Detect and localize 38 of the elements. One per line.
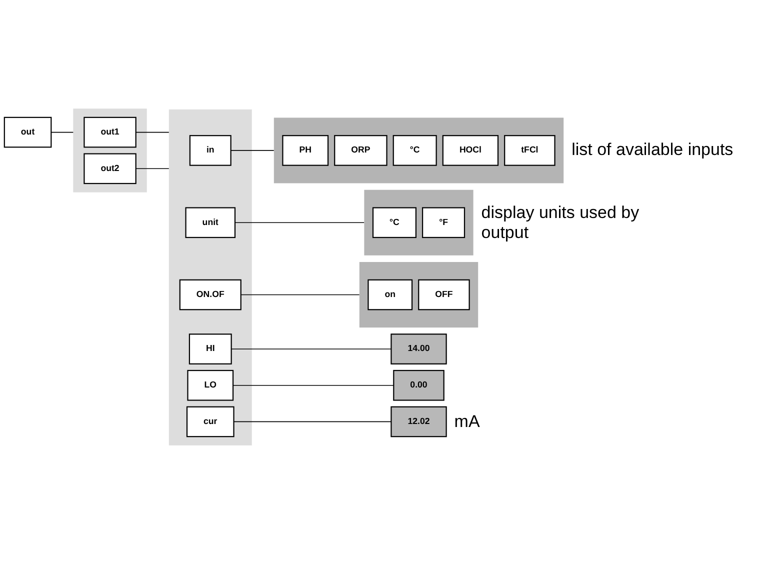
connector	[135, 168, 170, 170]
node-box: out	[4, 116, 52, 148]
cluster	[274, 118, 564, 184]
connector	[230, 348, 392, 350]
node-box: cur	[186, 406, 234, 438]
connector	[234, 222, 365, 224]
connector	[135, 132, 170, 133]
connector	[233, 421, 392, 422]
node-box: in	[189, 135, 232, 166]
node-box: °C	[392, 135, 437, 166]
connector	[232, 384, 394, 386]
node-box: HI	[188, 334, 232, 364]
node-box: 0.00	[393, 370, 444, 401]
node-box: PH	[282, 135, 329, 166]
cluster	[359, 262, 478, 328]
cluster	[73, 108, 147, 192]
node-box: 14.00	[390, 334, 447, 364]
connector	[230, 150, 274, 151]
node-box: on	[368, 279, 413, 310]
node-box: out2	[84, 153, 136, 184]
side-note: mA	[454, 412, 480, 432]
node-box: tFCl	[504, 135, 556, 166]
cluster	[168, 109, 252, 446]
connector	[240, 294, 360, 296]
node-box: LO	[187, 370, 234, 401]
node-box: 12.02	[390, 406, 447, 438]
cluster	[364, 190, 474, 256]
node-box: ORP	[334, 135, 388, 166]
node-box: °F	[422, 207, 466, 238]
node-box: out1	[84, 116, 136, 148]
node-box: OFF	[418, 279, 470, 310]
connector	[50, 132, 74, 133]
node-box: ON.OF	[179, 279, 242, 310]
node-box: HOCl	[442, 135, 499, 166]
node-box: unit	[185, 207, 236, 238]
side-note: display units used by output	[481, 203, 640, 242]
node-box: °C	[372, 207, 416, 238]
side-note: list of available inputs	[572, 140, 734, 160]
